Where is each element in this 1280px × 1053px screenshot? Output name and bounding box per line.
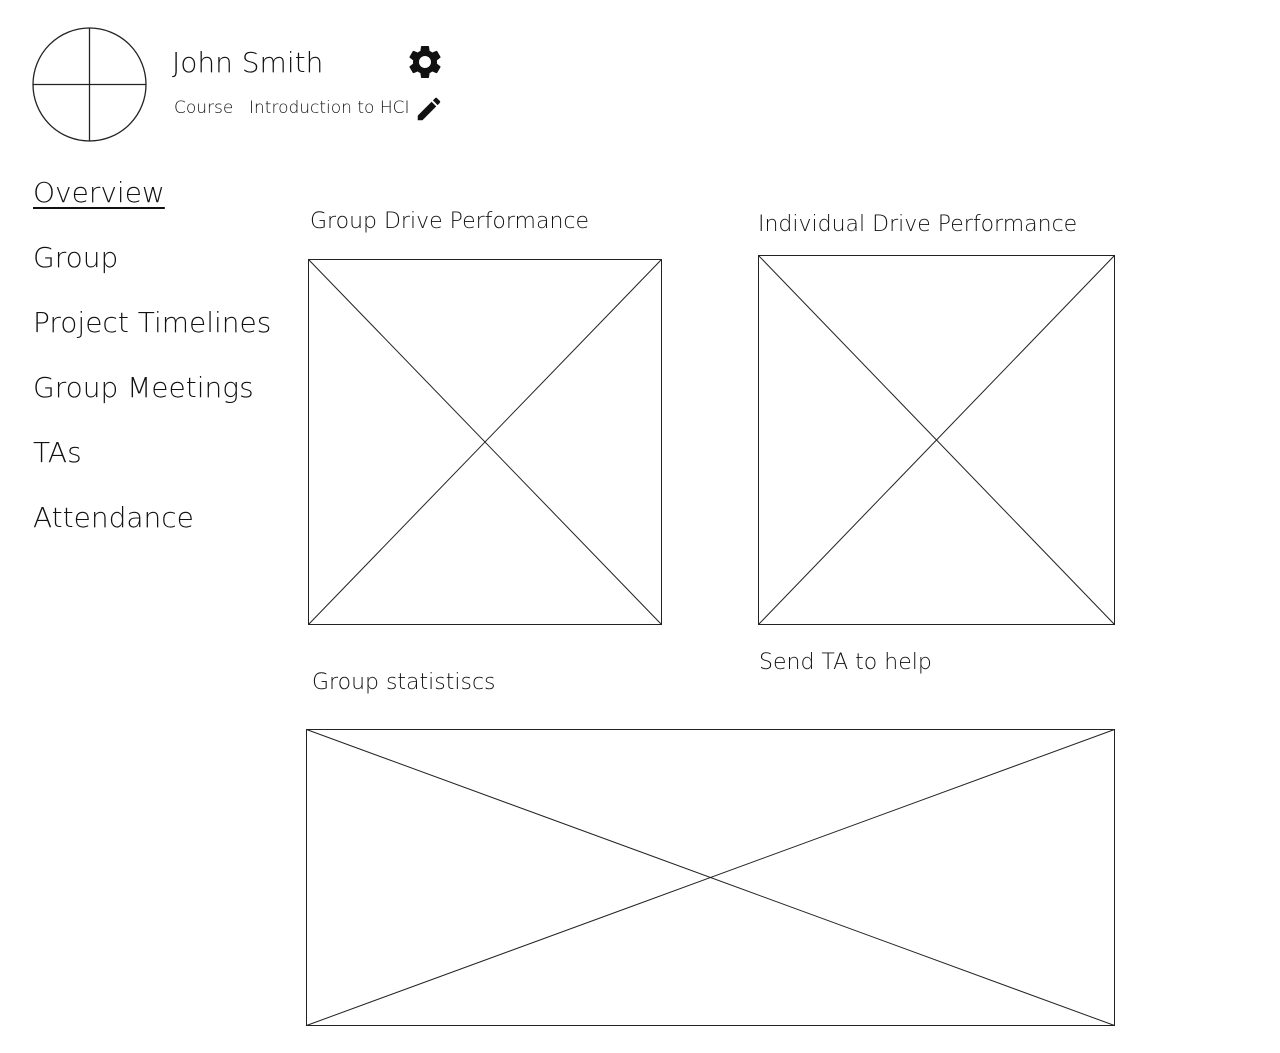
sidebar-item-tas[interactable]: TAs [33, 436, 82, 469]
course-label: Course [174, 98, 234, 118]
individual-drive-performance-chart [758, 255, 1115, 625]
group-statistics-chart [306, 729, 1115, 1026]
avatar [32, 27, 147, 142]
group-drive-performance-title: Group Drive Performance [310, 209, 590, 234]
group-statistics-title: Group statistiscs [312, 670, 496, 695]
sidebar-item-group-meetings[interactable]: Group Meetings [33, 371, 254, 404]
course-name: Introduction to HCI [249, 98, 410, 118]
gear-icon[interactable] [405, 42, 445, 82]
sidebar-item-group[interactable]: Group [33, 241, 119, 274]
sidebar-item-attendance[interactable]: Attendance [33, 501, 194, 534]
pencil-icon[interactable] [414, 94, 444, 124]
sidebar-item-project-timelines[interactable]: Project Timelines [33, 306, 272, 339]
user-name: John Smith [172, 46, 324, 79]
sidebar-item-overview[interactable]: Overview [33, 176, 165, 209]
group-drive-performance-chart [308, 259, 662, 625]
send-ta-to-help-link[interactable]: Send TA to help [759, 650, 932, 675]
individual-drive-performance-title: Individual Drive Performance [758, 212, 1078, 237]
